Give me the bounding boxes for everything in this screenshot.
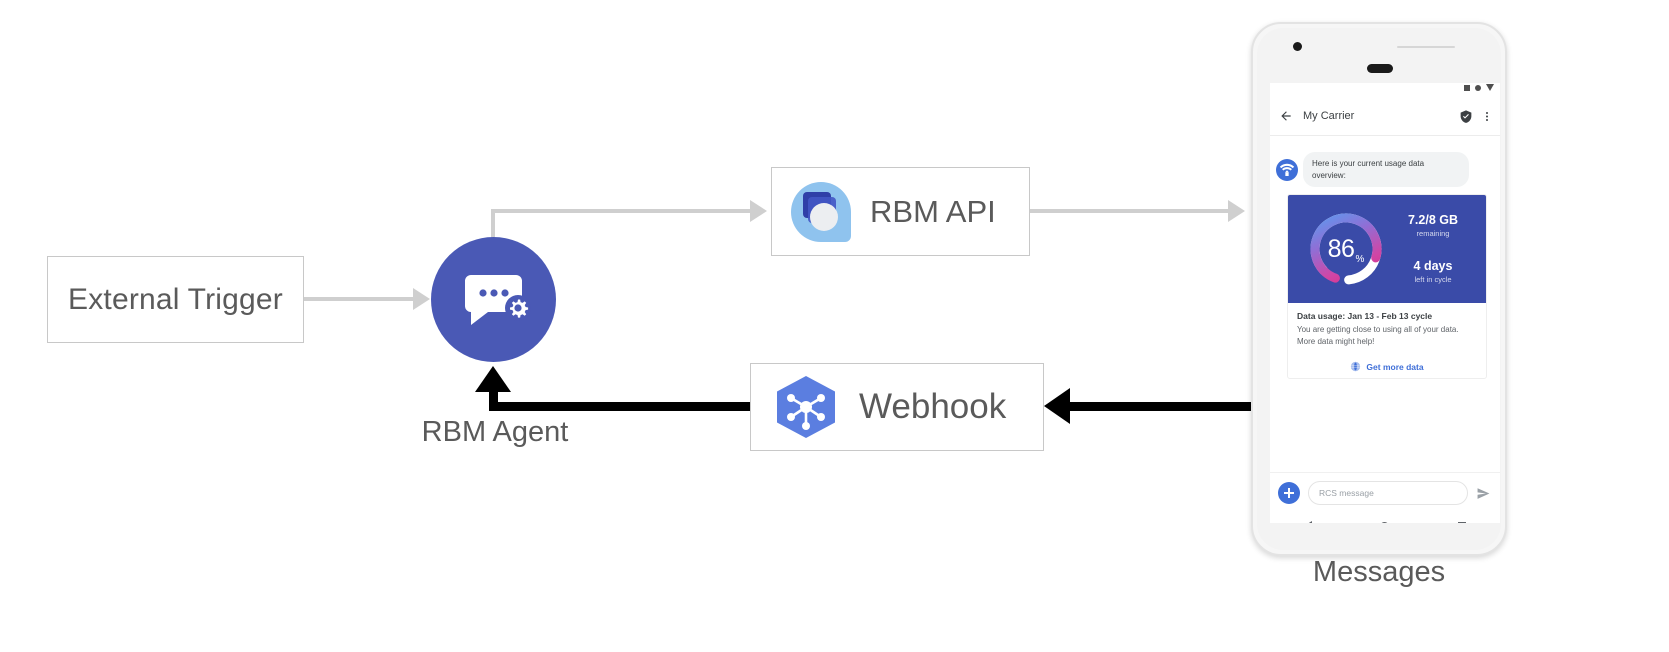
external-trigger-node[interactable]: External Trigger: [47, 256, 304, 343]
arrow-trigger-to-agent: [413, 288, 430, 310]
globe-icon: [1351, 362, 1361, 372]
agent-message-bubble: Here is your current usage data overview…: [1303, 152, 1469, 188]
back-triangle-icon[interactable]: [1304, 521, 1313, 523]
usage-gauge: 86 %: [1304, 207, 1388, 291]
gauge-percent-value: 86: [1327, 234, 1355, 263]
phone-top-line: [1397, 46, 1455, 48]
connector-agent-up: [491, 209, 495, 249]
arrow-phone-to-webhook: [1044, 388, 1070, 424]
android-nav-bar: [1270, 513, 1500, 523]
rbm-api-icon: [791, 181, 851, 242]
rbm-api-label: RBM API: [870, 193, 996, 229]
card-title: Data usage: Jan 13 - Feb 13 cycle: [1297, 311, 1433, 321]
card-stat-data-sub: remaining: [1416, 229, 1450, 238]
card-stat-data-main: 7.2/8 GB: [1407, 213, 1459, 227]
more-vertical-icon[interactable]: [1481, 109, 1493, 124]
triangle-down-icon: [1486, 84, 1494, 91]
message-composer: RCS message: [1270, 472, 1500, 513]
connector-webhook-to-agent: [489, 402, 754, 411]
card-description: You are getting close to using all of yo…: [1297, 325, 1459, 346]
chat-area: Here is your current usage data overview…: [1270, 136, 1500, 470]
phone-mockup: My Carrier: [1251, 22, 1507, 556]
rbm-api-node[interactable]: RBM API: [771, 167, 1030, 256]
rbm-agent-node[interactable]: [431, 237, 556, 362]
recents-square-icon[interactable]: [1457, 522, 1466, 523]
phone-screen: My Carrier: [1270, 83, 1500, 523]
verified-shield-icon: [1459, 109, 1473, 124]
rbm-agent-label: RBM Agent: [421, 416, 569, 448]
get-more-data-button[interactable]: Get more data: [1288, 353, 1486, 378]
circle-icon: [1475, 84, 1481, 91]
message-input[interactable]: RCS message: [1308, 481, 1468, 505]
webhook-label: Webhook: [859, 387, 1007, 426]
plus-icon[interactable]: [1278, 482, 1300, 504]
card-media: 86 % 7.2/8 GB remaining 4 days left in c…: [1288, 195, 1486, 303]
arrow-api-to-phone: [1228, 200, 1245, 222]
messages-label: Messages: [1312, 556, 1446, 588]
front-camera-icon: [1293, 42, 1302, 51]
earpiece-speaker: [1367, 64, 1393, 73]
app-bar-title: My Carrier: [1303, 110, 1355, 122]
rbm-agent-icon: [465, 275, 531, 325]
back-arrow-icon[interactable]: [1279, 109, 1293, 123]
webhook-node[interactable]: Webhook: [750, 363, 1044, 451]
arrow-webhook-to-agent: [475, 366, 511, 392]
rich-card[interactable]: 86 % 7.2/8 GB remaining 4 days left in c…: [1287, 194, 1487, 380]
card-stat-data: 7.2/8 GB remaining: [1390, 213, 1476, 238]
connector-trigger-to-agent: [304, 297, 414, 301]
card-stat-days: 4 days left in cycle: [1390, 259, 1476, 284]
home-circle-icon[interactable]: [1380, 521, 1390, 523]
status-bar: [1464, 84, 1494, 91]
gauge-percent-unit: %: [1355, 254, 1365, 265]
card-stat-days-main: 4 days: [1413, 259, 1453, 273]
webhook-icon: [777, 376, 835, 438]
square-icon: [1464, 84, 1470, 91]
card-body: Data usage: Jan 13 - Feb 13 cycle You ar…: [1288, 303, 1486, 353]
card-stat-days-sub: left in cycle: [1414, 275, 1452, 284]
connector-webhook-up: [489, 392, 498, 411]
connector-phone-to-webhook: [1070, 402, 1255, 411]
gauge-label: 86 %: [1304, 207, 1388, 291]
send-icon[interactable]: [1476, 486, 1491, 501]
phone-body: My Carrier: [1257, 28, 1501, 550]
carrier-wifi-icon: [1276, 159, 1298, 181]
connector-api-to-phone: [1030, 209, 1240, 213]
connector-agent-to-api: [491, 209, 751, 213]
get-more-data-label: Get more data: [1366, 361, 1424, 372]
arrow-agent-to-api: [750, 200, 767, 222]
app-bar: My Carrier: [1270, 97, 1500, 136]
external-trigger-label: External Trigger: [68, 282, 283, 316]
